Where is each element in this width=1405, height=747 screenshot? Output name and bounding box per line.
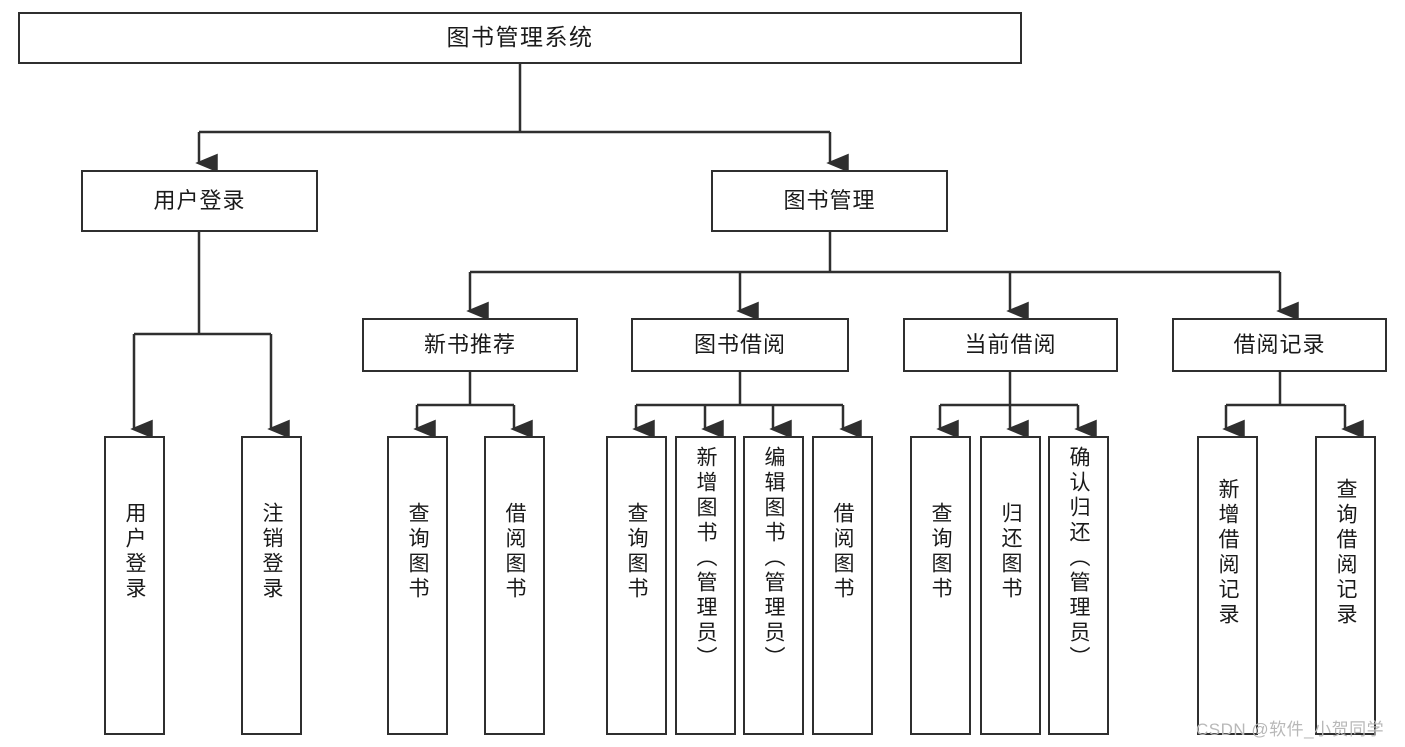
leaf-current-return-book[interactable]: 归还图书 — [980, 436, 1041, 735]
leaf-current-confirm-return-label: 确认归还（管理员） — [1067, 446, 1090, 671]
leaf-borrow-edit-book[interactable]: 编辑图书（管理员） — [743, 436, 804, 735]
node-root-label: 图书管理系统 — [446, 24, 594, 51]
node-book-borrow-label: 图书借阅 — [693, 332, 786, 358]
leaf-record-query[interactable]: 查询借阅记录 — [1315, 436, 1376, 735]
leaf-borrow-add-book[interactable]: 新增图书（管理员） — [675, 436, 736, 735]
leaf-new-book-query[interactable]: 查询图书 — [387, 436, 448, 735]
leaf-borrow-borrow-book-label: 借阅图书 — [831, 502, 854, 602]
leaf-user-login-login[interactable]: 用户登录 — [104, 436, 165, 735]
node-user-login-label: 用户登录 — [153, 188, 246, 214]
leaf-borrow-query-book-label: 查询图书 — [625, 502, 648, 602]
leaf-new-book-query-label: 查询图书 — [406, 502, 429, 602]
leaf-new-book-borrow[interactable]: 借阅图书 — [484, 436, 545, 735]
node-borrow-record-label: 借阅记录 — [1233, 332, 1326, 358]
node-borrow-record[interactable]: 借阅记录 — [1172, 318, 1387, 372]
leaf-borrow-add-book-label: 新增图书（管理员） — [694, 446, 717, 671]
node-book-management-label: 图书管理 — [783, 188, 876, 214]
leaf-borrow-edit-book-label: 编辑图书（管理员） — [762, 446, 785, 671]
leaf-new-book-borrow-label: 借阅图书 — [503, 502, 526, 602]
leaf-record-query-label: 查询借阅记录 — [1334, 478, 1357, 628]
leaf-current-return-book-label: 归还图书 — [999, 502, 1022, 602]
node-book-borrow[interactable]: 图书借阅 — [631, 318, 849, 372]
node-root[interactable]: 图书管理系统 — [18, 12, 1022, 64]
csdn-watermark: CSDN @软件_小贺同学 — [1196, 720, 1385, 739]
leaf-user-login-logout[interactable]: 注销登录 — [241, 436, 302, 735]
leaf-record-add[interactable]: 新增借阅记录 — [1197, 436, 1258, 735]
leaf-borrow-query-book[interactable]: 查询图书 — [606, 436, 667, 735]
leaf-current-query-book[interactable]: 查询图书 — [910, 436, 971, 735]
leaf-user-login-login-label: 用户登录 — [123, 502, 146, 602]
leaf-current-query-book-label: 查询图书 — [929, 502, 952, 602]
node-current-borrow-label: 当前借阅 — [964, 332, 1057, 358]
leaf-user-login-logout-label: 注销登录 — [260, 502, 283, 602]
node-book-management[interactable]: 图书管理 — [711, 170, 948, 232]
node-current-borrow[interactable]: 当前借阅 — [903, 318, 1118, 372]
node-new-book-recommend[interactable]: 新书推荐 — [362, 318, 578, 372]
leaf-current-confirm-return[interactable]: 确认归还（管理员） — [1048, 436, 1109, 735]
node-user-login[interactable]: 用户登录 — [81, 170, 318, 232]
leaf-borrow-borrow-book[interactable]: 借阅图书 — [812, 436, 873, 735]
leaf-record-add-label: 新增借阅记录 — [1216, 478, 1239, 628]
node-new-book-recommend-label: 新书推荐 — [423, 332, 516, 358]
